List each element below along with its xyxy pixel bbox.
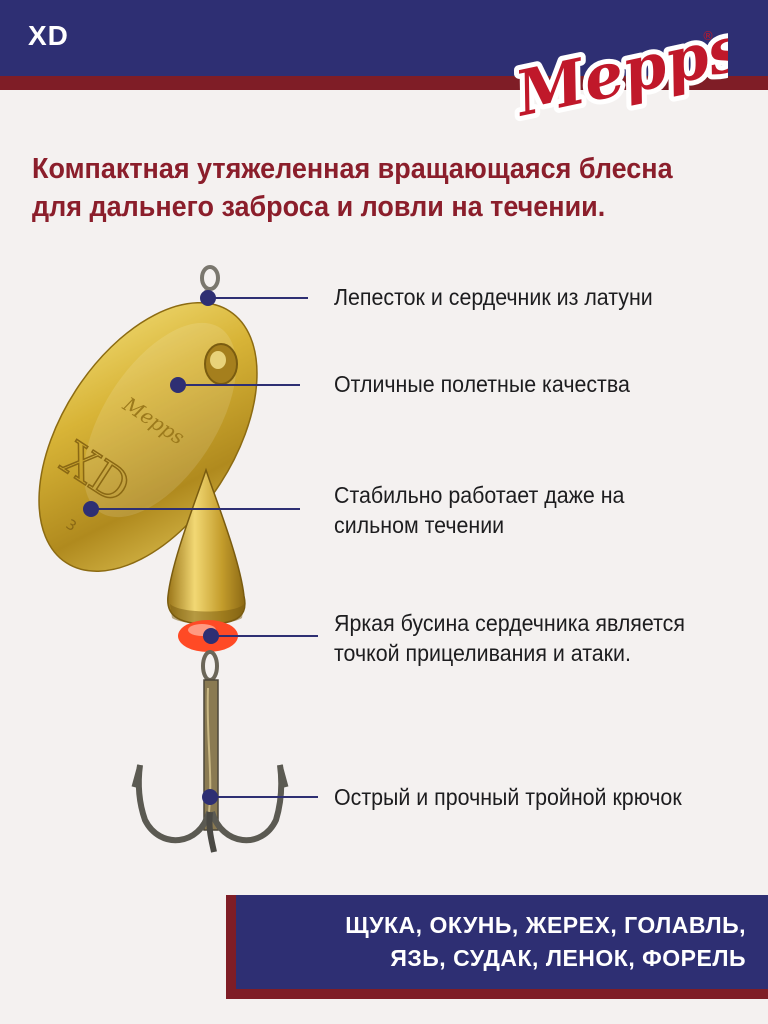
feature-line: сильном течении bbox=[334, 512, 505, 538]
spinner-lure-illustration: Mepps XD 3 bbox=[38, 265, 289, 853]
feature-line: Острый и прочный тройной крючок bbox=[334, 784, 682, 810]
feature-line: Яркая бусина сердечника является bbox=[334, 610, 685, 636]
treble-hook bbox=[131, 650, 289, 853]
model-name: XD bbox=[28, 20, 69, 51]
feature-strong-current: Стабильно работает даже на сильном течен… bbox=[334, 480, 624, 540]
feature-line: Лепесток и сердечник из латуни bbox=[334, 284, 653, 310]
feature-line: Отличные полетные качества bbox=[334, 371, 630, 397]
red-bead bbox=[178, 620, 238, 652]
mepps-logo: Mepps Mepps ® bbox=[503, 10, 728, 128]
svg-text:Mepps: Mepps bbox=[508, 11, 728, 128]
feature-treble-hook: Острый и прочный тройной крючок bbox=[334, 782, 682, 812]
feature-line: точкой прицеливания и атаки. bbox=[334, 640, 631, 666]
header-red-stripe bbox=[0, 76, 768, 90]
tagline-line-1: Компактная утяжеленная вращающаяся блесн… bbox=[32, 153, 673, 185]
registered-mark: ® bbox=[702, 29, 714, 43]
header-blue-stripe bbox=[0, 0, 768, 76]
feature-flight: Отличные полетные качества bbox=[334, 369, 630, 399]
species-box-blue: ЩУКА, ОКУНЬ, ЖЕРЕХ, ГОЛАВЛЬ, ЯЗЬ, СУДАК,… bbox=[236, 895, 768, 989]
header-band: XD bbox=[0, 0, 768, 96]
tagline: Компактная утяжеленная вращающаяся блесн… bbox=[32, 150, 702, 226]
species-box: ЩУКА, ОКУНЬ, ЖЕРЕХ, ГОЛАВЛЬ, ЯЗЬ, СУДАК,… bbox=[226, 895, 768, 999]
species-line-2: ЯЗЬ, СУДАК, ЛЕНОК, ФОРЕЛЬ bbox=[390, 945, 746, 971]
feature-brass-blade: Лепесток и сердечник из латуни bbox=[334, 282, 653, 312]
target-species: ЩУКА, ОКУНЬ, ЖЕРЕХ, ГОЛАВЛЬ, ЯЗЬ, СУДАК,… bbox=[345, 909, 746, 975]
feature-line: Стабильно работает даже на bbox=[334, 482, 625, 508]
blade: Mepps XD 3 bbox=[38, 302, 258, 572]
tagline-line-2: для дальнего заброса и ловли на течении. bbox=[32, 191, 606, 223]
feature-bright-bead: Яркая бусина сердечника является точкой … bbox=[334, 608, 685, 668]
species-line-1: ЩУКА, ОКУНЬ, ЖЕРЕХ, ГОЛАВЛЬ, bbox=[345, 912, 746, 938]
